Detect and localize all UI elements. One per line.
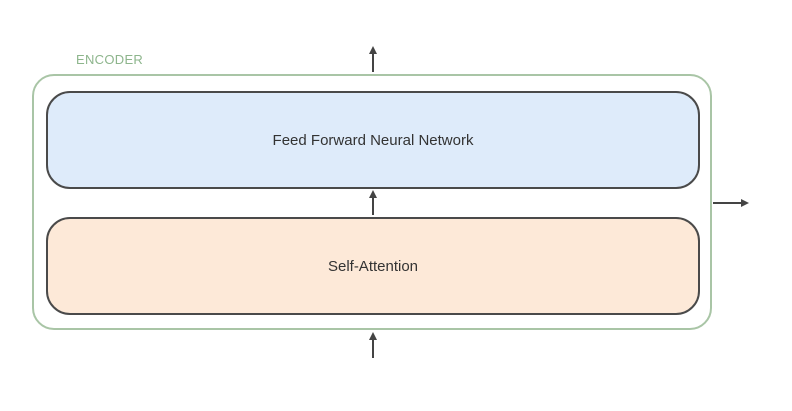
encoder-container [32, 74, 712, 330]
feed-forward-layer: Feed Forward Neural Network [46, 91, 700, 189]
encoder-label: ENCODER [76, 52, 144, 67]
self-attention-layer: Self-Attention [46, 217, 700, 315]
self-attention-label: Self-Attention [327, 257, 419, 275]
feed-forward-label: Feed Forward Neural Network [272, 131, 474, 149]
